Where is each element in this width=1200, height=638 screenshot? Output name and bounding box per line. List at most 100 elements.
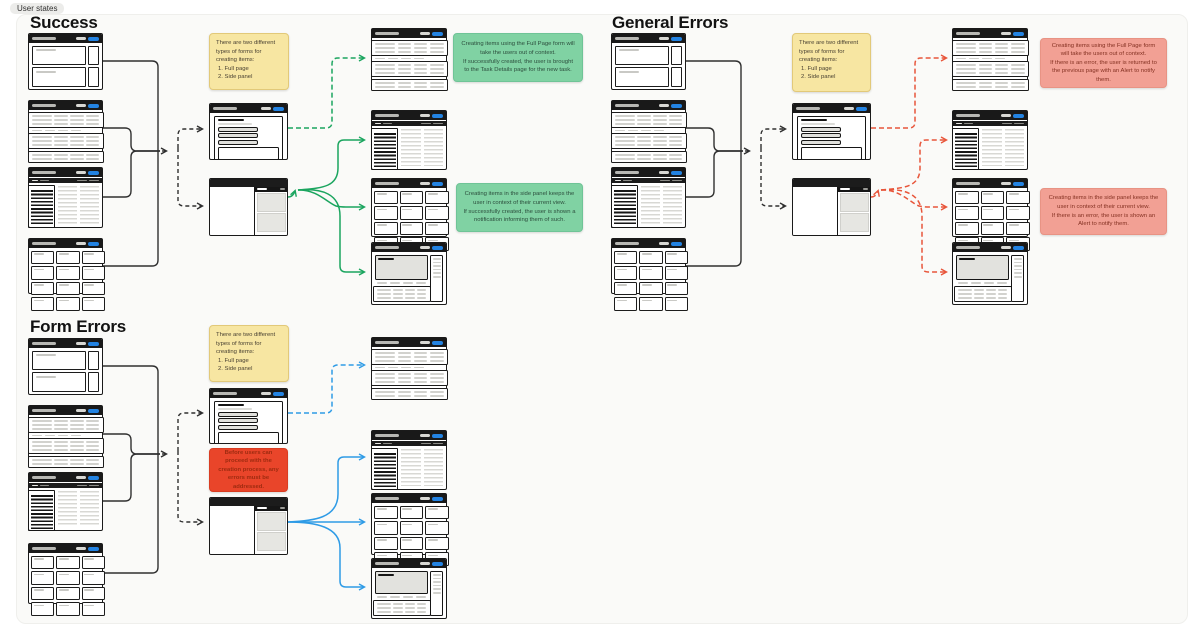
primary-button bbox=[1013, 31, 1024, 36]
card bbox=[1006, 221, 1030, 235]
wireframe-table-view[interactable] bbox=[27, 405, 104, 468]
panel-header bbox=[255, 187, 287, 192]
wireframe-card-board-view[interactable] bbox=[28, 543, 105, 616]
card bbox=[1006, 190, 1030, 204]
wireframe-card-board-view[interactable] bbox=[371, 178, 449, 251]
wireframe-full-page-form[interactable] bbox=[209, 388, 288, 444]
primary-button bbox=[856, 106, 867, 111]
app-header bbox=[953, 243, 1027, 252]
app-header bbox=[953, 179, 1027, 188]
wireframe-task-details-page[interactable] bbox=[371, 558, 447, 619]
logo-bar bbox=[32, 342, 56, 345]
dense-list-panel bbox=[28, 490, 56, 531]
wireframe-side-panel-form[interactable] bbox=[209, 497, 288, 555]
wireframe-task-details-page[interactable] bbox=[952, 242, 1028, 305]
wireframe-dashboard-view[interactable] bbox=[28, 33, 103, 90]
toolbar bbox=[29, 178, 102, 183]
app-header bbox=[372, 29, 446, 38]
secondary-button bbox=[75, 475, 86, 480]
card bbox=[374, 505, 398, 519]
frame-name-tag[interactable]: User states bbox=[10, 3, 65, 14]
wireframe-full-page-form[interactable] bbox=[209, 103, 288, 160]
logo-bar bbox=[956, 182, 980, 185]
toolbar bbox=[953, 121, 1027, 126]
sticky-note-error-side-panel[interactable]: Creating items in the side panel keeps t… bbox=[1040, 188, 1167, 235]
sticky-note-success-side-panel[interactable]: Creating items in the side panel keeps t… bbox=[456, 183, 583, 232]
wireframe-table-view[interactable] bbox=[370, 28, 448, 91]
primary-button bbox=[1013, 245, 1024, 250]
card bbox=[425, 206, 449, 220]
primary-button bbox=[88, 546, 99, 551]
wireframe-side-panel-form[interactable] bbox=[792, 178, 871, 236]
primary-button bbox=[432, 245, 443, 250]
sticky-note-form-types[interactable]: There are two different types of forms f… bbox=[792, 33, 871, 92]
logo-bar bbox=[32, 171, 56, 174]
primary-button bbox=[671, 170, 682, 175]
sticky-note-form-types[interactable]: There are two different types of forms f… bbox=[209, 325, 289, 382]
wireframe-dashboard-view[interactable] bbox=[28, 338, 103, 395]
card-grid-body bbox=[372, 503, 451, 568]
panel-header bbox=[838, 187, 870, 192]
dense-list-panel bbox=[28, 185, 56, 228]
wireframe-table-view[interactable] bbox=[610, 100, 687, 163]
logo-bar bbox=[615, 171, 639, 174]
secondary-button bbox=[658, 36, 669, 41]
note-text: Creating items using the Full Page form … bbox=[1050, 42, 1157, 83]
wireframe-detail-view[interactable] bbox=[952, 110, 1028, 170]
wireframe-card-board-view[interactable] bbox=[28, 238, 105, 311]
wireframe-side-panel-form[interactable] bbox=[209, 178, 288, 236]
section-title-general-errors: General Errors bbox=[612, 13, 729, 32]
secondary-button bbox=[419, 245, 430, 250]
card bbox=[81, 250, 105, 264]
table-body bbox=[27, 110, 104, 165]
card bbox=[56, 297, 80, 311]
wireframe-card-board-view[interactable] bbox=[611, 238, 688, 311]
wireframe-task-details-page[interactable] bbox=[371, 242, 447, 305]
user-states-frame[interactable] bbox=[16, 14, 1188, 624]
logo-bar bbox=[375, 434, 399, 437]
primary-button bbox=[671, 241, 682, 246]
card bbox=[81, 281, 105, 295]
app-header bbox=[210, 179, 287, 187]
wireframe-detail-view[interactable] bbox=[28, 167, 103, 228]
wireframe-card-board-view[interactable] bbox=[952, 178, 1030, 251]
description-panel bbox=[375, 570, 428, 595]
logo-bar bbox=[375, 341, 399, 344]
card-grid-body bbox=[29, 248, 107, 313]
dashboard-body bbox=[29, 43, 102, 89]
wireframe-detail-view[interactable] bbox=[371, 430, 447, 490]
list-rows-panel bbox=[27, 150, 104, 163]
note-text: Creating items in the side panel keeps t… bbox=[1048, 195, 1159, 228]
sticky-note-form-types[interactable]: There are two different types of forms f… bbox=[209, 33, 289, 90]
logo-bar bbox=[615, 37, 639, 40]
primary-button bbox=[671, 103, 682, 108]
wireframe-detail-view[interactable] bbox=[611, 167, 686, 228]
sticky-note-form-errors-blocker[interactable]: Before users can proceed with the creati… bbox=[209, 448, 288, 492]
note-list-item: 2. Side panel bbox=[218, 366, 253, 373]
form-body bbox=[210, 113, 287, 159]
primary-button bbox=[432, 340, 443, 345]
table-body bbox=[951, 38, 1029, 93]
card bbox=[955, 190, 979, 204]
wireframe-table-view[interactable] bbox=[951, 28, 1029, 93]
wireframe-card-board-view[interactable] bbox=[371, 493, 449, 566]
sticky-note-success-full-page[interactable]: Creating items using the Full Page form … bbox=[453, 33, 583, 82]
note-list-item: 2. Side panel bbox=[801, 74, 836, 81]
detail-body bbox=[952, 126, 1027, 170]
wireframe-table-view[interactable] bbox=[27, 100, 104, 163]
wireframe-detail-view[interactable] bbox=[28, 472, 103, 531]
app-header bbox=[372, 494, 446, 503]
logo-bar bbox=[213, 392, 237, 395]
column-headers bbox=[30, 434, 101, 437]
wireframe-detail-view[interactable] bbox=[371, 110, 447, 170]
wireframe-table-view[interactable] bbox=[370, 337, 448, 400]
logo-bar bbox=[32, 37, 56, 40]
logo-bar bbox=[32, 242, 56, 245]
wireframe-full-page-form[interactable] bbox=[792, 103, 871, 160]
card bbox=[81, 602, 105, 616]
sticky-note-error-full-page[interactable]: Creating items using the Full Page form … bbox=[1040, 38, 1167, 88]
primary-button bbox=[88, 36, 99, 41]
card bbox=[614, 297, 638, 311]
wireframe-dashboard-view[interactable] bbox=[611, 33, 686, 90]
card bbox=[56, 571, 80, 585]
